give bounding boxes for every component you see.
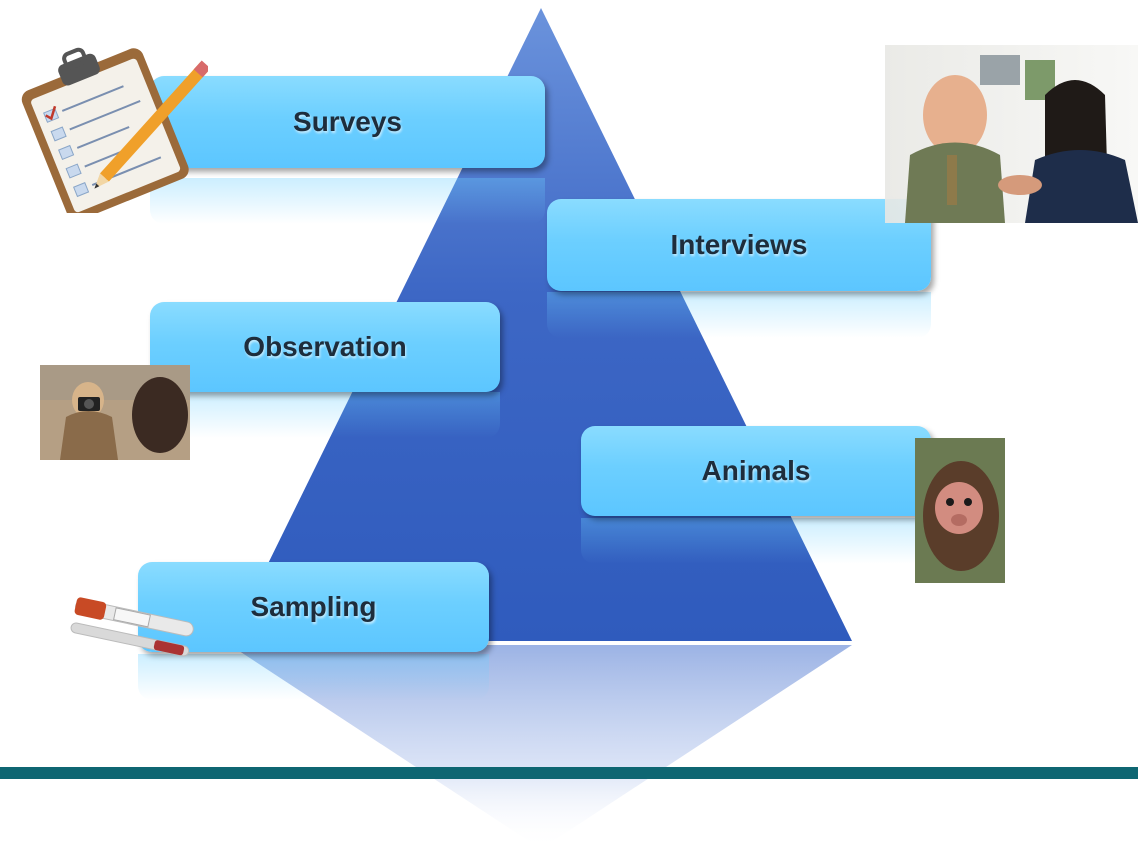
sampling-label: Sampling <box>250 591 377 622</box>
photographer-photo <box>40 365 190 460</box>
test-tube-photo <box>70 597 194 657</box>
monkey-photo <box>915 438 1005 583</box>
sampling-reflection <box>138 654 489 700</box>
surveys-reflection <box>150 178 545 224</box>
animals-reflection <box>581 518 931 564</box>
footer-divider-bar <box>0 767 1138 779</box>
animals-box: Animals <box>581 426 931 516</box>
surveys-box: Surveys <box>150 76 545 168</box>
animals-label: Animals <box>701 455 811 486</box>
observation-reflection <box>150 392 500 438</box>
handshake-photo <box>885 45 1138 223</box>
observation-box: Observation <box>150 302 500 392</box>
surveys-label: Surveys <box>293 106 402 137</box>
interviews-box: Interviews <box>547 199 931 291</box>
sampling-box: Sampling <box>138 562 489 652</box>
clipboard-checklist-icon <box>21 47 208 213</box>
interviews-reflection <box>547 292 931 338</box>
pyramid-reflection <box>230 645 852 849</box>
interviews-label: Interviews <box>670 229 808 260</box>
observation-label: Observation <box>243 331 407 362</box>
